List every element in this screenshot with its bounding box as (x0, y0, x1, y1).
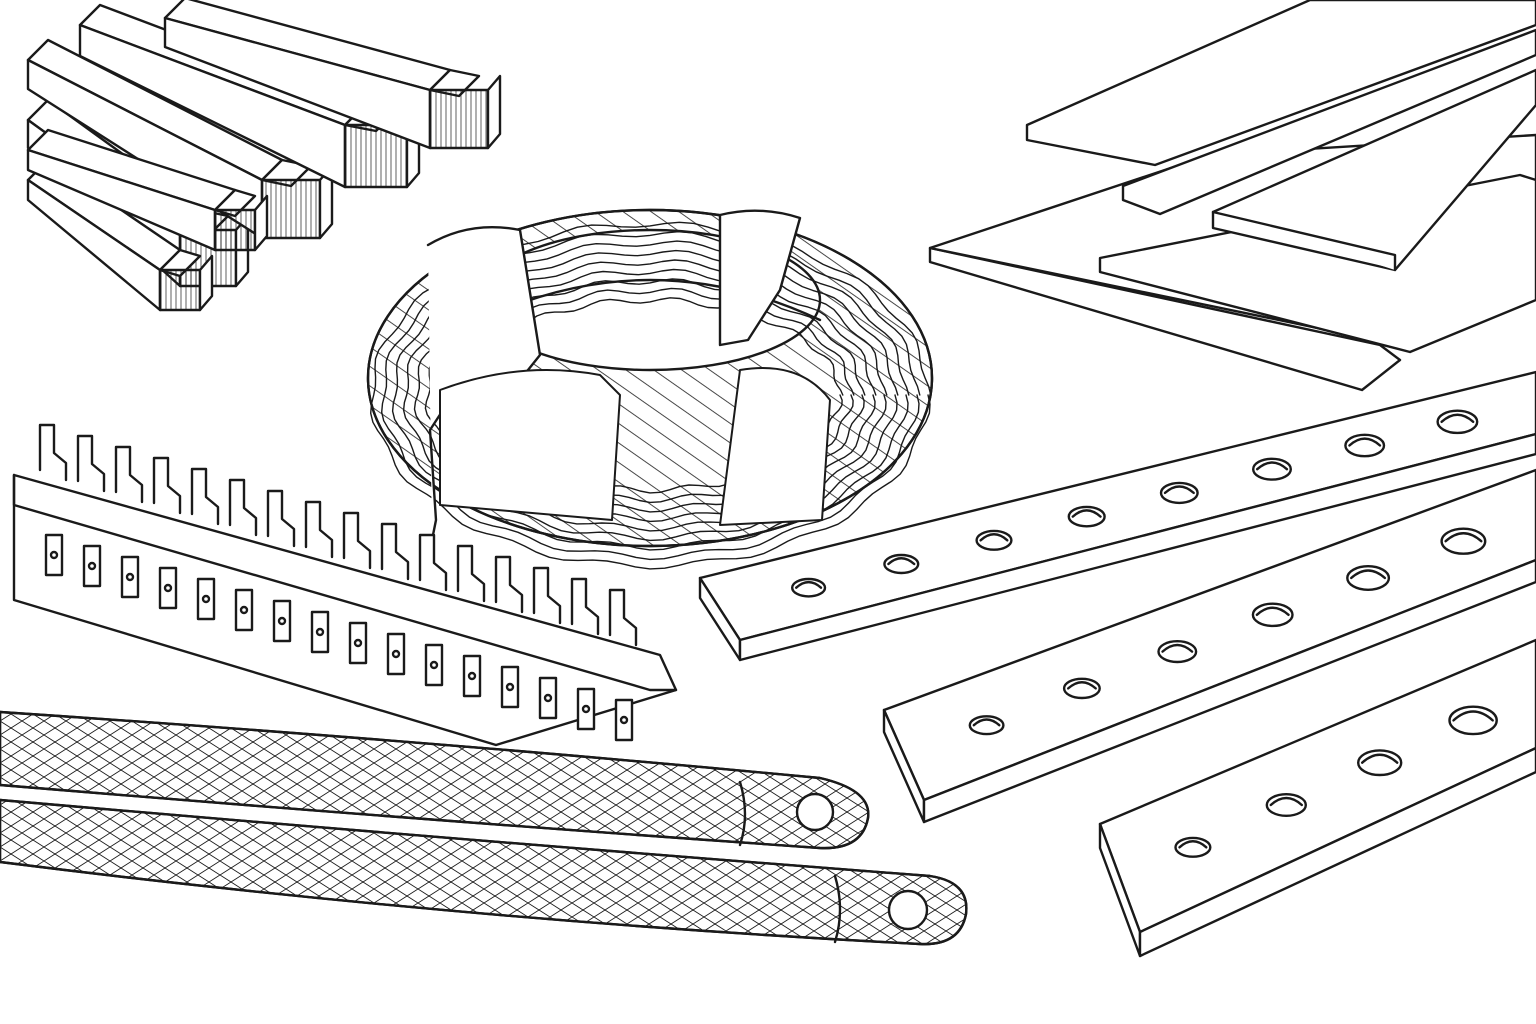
busbar-hole-depth (1178, 840, 1208, 849)
comb-tooth (456, 544, 486, 603)
comb-tooth (152, 456, 182, 515)
busbar-hole-depth (1256, 461, 1289, 471)
comb-pin-hole (201, 594, 211, 604)
bar-end-side (198, 254, 214, 312)
comb-tooth (608, 588, 638, 647)
bar-end-side (486, 74, 502, 150)
busbar-hole-depth (1444, 532, 1483, 543)
comb-pin-hole (353, 638, 363, 648)
bar-end-face (213, 208, 257, 252)
busbar-hole-depth (1452, 710, 1494, 722)
comb-tooth (342, 511, 372, 570)
busbar-side (738, 432, 1536, 662)
comb-pin-hole (505, 682, 515, 692)
comb-tooth (570, 577, 600, 636)
bar-end-face (158, 268, 202, 312)
comb-tooth (76, 434, 106, 493)
busbar-hole-depth (1269, 796, 1303, 807)
comb-tooth (418, 533, 448, 592)
comb-pin-hole (163, 583, 173, 593)
comb-tooth (304, 500, 334, 559)
comb-tooth (190, 467, 220, 526)
comb-pin-hole (543, 693, 553, 703)
comb-pin-hole (239, 605, 249, 615)
comb-pin-hole (581, 704, 591, 714)
comb-pin-hole (277, 616, 287, 626)
busbar-hole-depth (979, 533, 1009, 542)
comb-pin-hole (619, 715, 629, 725)
comb-pin-hole (391, 649, 401, 659)
bar-end-face (260, 178, 322, 240)
busbar-hole-depth (795, 580, 823, 589)
busbar-side (922, 558, 1536, 824)
busbar-hole-depth (1067, 681, 1097, 690)
busbar-hole-depth (887, 557, 916, 566)
comb-pin-hole (467, 671, 477, 681)
comb-tooth (228, 478, 258, 537)
bar-end-side (253, 194, 269, 252)
busbar-side (1138, 746, 1536, 958)
comb-tooth (38, 423, 68, 482)
bar-end-face (428, 88, 490, 150)
comb-tooth (494, 555, 524, 614)
comb-pin-hole (87, 561, 97, 571)
comb-tooth (266, 489, 296, 548)
perforated-busbar-icon (698, 370, 1536, 958)
comb-rail (12, 473, 678, 692)
busbar-hole-depth (1361, 753, 1399, 764)
busbar-hole-depth (1350, 569, 1387, 580)
busbar-hole-depth (1440, 413, 1475, 423)
flat-copper-plates-icon (928, 0, 1536, 392)
comb-pin-hole (125, 572, 135, 582)
comb-tooth (532, 566, 562, 625)
comb-pin-hole (429, 660, 439, 670)
twisted-wire-coil-icon (366, 208, 934, 570)
busbar-hole-depth (1348, 437, 1382, 447)
busbar-hole-depth (1071, 509, 1102, 518)
braided-grounding-strap-icon (0, 710, 968, 946)
busbar-hole-depth (972, 718, 1001, 727)
comb-tooth (380, 522, 410, 581)
stamped-terminal-comb-icon (12, 423, 678, 747)
comb-tooth (114, 445, 144, 504)
busbar-hole-depth (1161, 643, 1194, 653)
busbar-hole-depth (1163, 485, 1195, 495)
square-copper-bars-icon (26, 0, 502, 312)
busbar-hole-depth (1255, 606, 1290, 616)
comb-pin-hole (315, 627, 325, 637)
comb-pin-hole (49, 550, 59, 560)
